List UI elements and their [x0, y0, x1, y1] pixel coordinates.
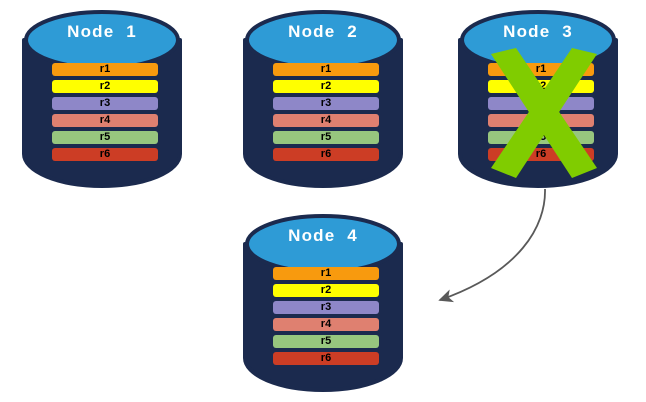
row-bar-r3[interactable]: r3 — [488, 97, 594, 110]
row-bar-r1[interactable]: r1 — [52, 63, 158, 76]
row-bar-r6[interactable]: r6 — [52, 148, 158, 161]
row-list: r1 r2 r3 r4 r5 r6 — [273, 267, 379, 365]
row-bar-r4[interactable]: r4 — [488, 114, 594, 127]
row-bar-r2[interactable]: r2 — [273, 284, 379, 297]
row-bar-r5[interactable]: r5 — [52, 131, 158, 144]
node-4[interactable]: Node 4 r1 r2 r3 r4 r5 r6 — [243, 212, 403, 392]
row-bar-r1[interactable]: r1 — [273, 267, 379, 280]
row-bar-r6[interactable]: r6 — [273, 352, 379, 365]
row-bar-r3[interactable]: r3 — [52, 97, 158, 110]
row-bar-r5[interactable]: r5 — [488, 131, 594, 144]
row-list: r1 r2 r3 r4 r5 r6 — [488, 63, 594, 161]
row-bar-r2[interactable]: r2 — [273, 80, 379, 93]
row-bar-r4[interactable]: r4 — [52, 114, 158, 127]
row-bar-r4[interactable]: r4 — [273, 318, 379, 331]
row-list: r1 r2 r3 r4 r5 r6 — [52, 63, 158, 161]
row-bar-r6[interactable]: r6 — [273, 148, 379, 161]
row-bar-r2[interactable]: r2 — [52, 80, 158, 93]
row-bar-r1[interactable]: r1 — [488, 63, 594, 76]
arrow-path — [438, 188, 546, 303]
row-bar-r5[interactable]: r5 — [273, 335, 379, 348]
row-bar-r2[interactable]: r2 — [488, 80, 594, 93]
row-bar-r3[interactable]: r3 — [273, 97, 379, 110]
node-1[interactable]: Node 1 r1 r2 r3 r4 r5 r6 — [22, 8, 182, 188]
node-2[interactable]: Node 2 r1 r2 r3 r4 r5 r6 — [243, 8, 403, 188]
row-bar-r1[interactable]: r1 — [273, 63, 379, 76]
node-3[interactable]: Node 3 r1 r2 r3 r4 r5 r6 — [458, 8, 618, 188]
row-list: r1 r2 r3 r4 r5 r6 — [273, 63, 379, 161]
row-bar-r4[interactable]: r4 — [273, 114, 379, 127]
row-bar-r5[interactable]: r5 — [273, 131, 379, 144]
row-bar-r6[interactable]: r6 — [488, 148, 594, 161]
row-bar-r3[interactable]: r3 — [273, 301, 379, 314]
